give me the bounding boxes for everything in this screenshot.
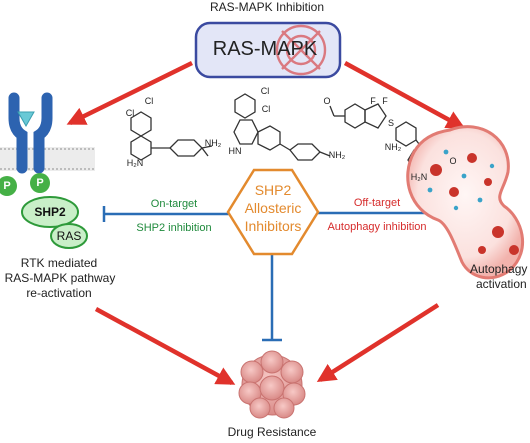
ras-mapk-box-label: RAS-MAPK — [212, 38, 318, 60]
mol2-cl-top: Cl — [260, 86, 270, 96]
tumor-cluster-icon — [238, 350, 306, 419]
mol3-nh2: NH₂ — [384, 142, 402, 152]
mol3-f-1: F — [370, 96, 376, 106]
mol2-hn: HN — [228, 146, 242, 156]
molecule-1-structure — [130, 111, 213, 161]
phospho-badge-left-label: P — [3, 180, 11, 192]
mol2-cl-side: Cl — [261, 104, 271, 114]
mol3-o-ring: O — [449, 156, 457, 166]
mol3-f-2: F — [382, 96, 388, 106]
arrow-autophagy-to-resistance — [316, 303, 440, 383]
phospho-badge-right-label: P — [36, 177, 44, 189]
arrow-to-receptor — [66, 60, 193, 126]
mol3-h2n: H₂N — [410, 172, 428, 182]
bottom-caption: Drug Resistance — [227, 425, 317, 439]
crossed-out-target-icon — [275, 24, 327, 76]
off-target-label: Off-target — [353, 197, 401, 209]
mol3-s: S — [387, 118, 394, 128]
left-caption-line-2: RAS-MAPK pathway — [4, 271, 116, 285]
shp2-bubble-label: SHP2 — [34, 205, 66, 219]
diagram-title: RAS-MAPK Inhibition — [209, 0, 325, 14]
inhibition-lines — [102, 205, 442, 342]
molecule-2-structure — [233, 93, 331, 161]
hub-hexagon — [226, 168, 320, 256]
right-caption-line-1: Autophagy — [470, 262, 528, 276]
hub-label-line-1: SHP2 — [254, 182, 292, 198]
ras-bubble-label: RAS — [56, 229, 82, 243]
hub-label-line-3: Inhibitors — [244, 218, 302, 234]
shp2-bubble — [21, 196, 79, 228]
ras-bubble — [50, 223, 88, 249]
red-arrows — [66, 60, 466, 385]
off-target-sublabel: Autophagy inhibition — [327, 221, 427, 233]
phospho-badge-right — [30, 173, 50, 193]
mol1-methyl-nh2: NH₂ — [204, 138, 222, 148]
mol2-methyl-nh2: NH₂ — [328, 150, 346, 160]
hub-label-line-2: Allosteric — [244, 200, 302, 216]
right-caption-line-2: activation — [476, 277, 527, 291]
rtk-receptor-icon — [8, 92, 53, 174]
cell-membrane — [0, 147, 95, 171]
on-target-sublabel: SHP2 inhibition — [136, 222, 212, 234]
signaling-complex — [0, 173, 88, 249]
mol1-cl-top: Cl — [144, 96, 154, 106]
ras-mapk-box — [194, 21, 342, 79]
arrow-receptor-to-resistance — [94, 307, 236, 385]
autophagy-cell-icon — [406, 125, 525, 280]
left-caption-line-3: re-activation — [26, 286, 92, 300]
left-caption-line-1: RTK mediated — [20, 256, 98, 270]
on-target-label: On-target — [150, 198, 198, 210]
mol3-o-acetyl: O — [323, 96, 331, 106]
mol1-nh2: H₂N — [126, 158, 144, 168]
arrow-to-autophagy-cell — [343, 61, 466, 129]
phospho-badge-left — [0, 176, 17, 196]
mol1-cl-side: Cl — [125, 108, 135, 118]
